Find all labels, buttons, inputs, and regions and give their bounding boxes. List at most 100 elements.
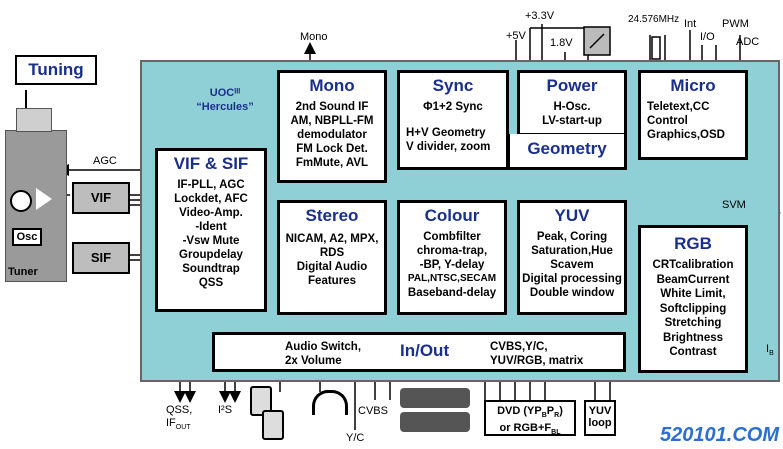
rgb-line: Contrast: [669, 346, 717, 358]
dvd-sub-bl: BL: [551, 429, 561, 437]
sync-title: Sync: [432, 76, 474, 95]
mono-line: 2nd Sound IF: [295, 101, 369, 113]
inout-title: In/Out: [400, 341, 450, 360]
vif-sif-line: QSS: [198, 277, 224, 289]
mono-title: Mono: [309, 76, 355, 95]
dvd-sub-r: R: [554, 412, 560, 420]
rgb-line: Stretching: [664, 317, 722, 329]
tuning-label: Tuning: [15, 55, 97, 85]
mono-line: FM Lock Det.: [296, 143, 368, 155]
agc-label: AGC: [93, 155, 117, 167]
power-block: Power H-Osc. LV-start-up: [517, 70, 627, 136]
geometry-block: Geometry: [507, 134, 627, 170]
yuv-line: Digital processing: [522, 273, 622, 285]
i2s-label: I²S: [218, 404, 233, 416]
inout-block: Audio Switch, 2x Volume In/Out CVBS,Y/C,…: [212, 332, 626, 372]
stereo-line: RDS: [319, 247, 345, 259]
rgb-line: Softclipping: [659, 302, 727, 315]
tuner-label: Tuner: [8, 266, 38, 278]
ifout-text: IFOUT: [166, 417, 192, 434]
yuv-line: Scavem: [550, 259, 594, 271]
freq-label: 24.576MHz: [628, 14, 680, 25]
yuv-block: YUV Peak, Coring Saturation,Hue Scavem D…: [517, 200, 627, 315]
rgb-line: Brightness: [662, 331, 724, 344]
inout-left-line: 2x Volume: [285, 355, 342, 367]
dvd-text-p: P: [546, 405, 555, 417]
yuv-loop-box: YUV loop: [584, 400, 616, 436]
stereo-line: Digital Audio: [296, 261, 368, 273]
inout-left: Audio Switch, 2x Volume: [285, 340, 361, 368]
mixer-icon: [10, 190, 32, 212]
qss-text: QSS,: [166, 404, 193, 416]
sync-line: H+V Geometry: [406, 127, 486, 139]
inout-right-line: CVBS,Y/C,: [490, 341, 548, 353]
vif-sif-line: -Vsw Mute: [182, 235, 240, 247]
scart-connector-bottom: [400, 412, 470, 432]
dvd-text2: or RGB+F: [499, 422, 552, 435]
stereo-line: Features: [308, 275, 356, 287]
colour-line: Combfilter: [423, 231, 481, 243]
vif-sif-line: IF-PLL, AGC: [177, 179, 245, 191]
sync-line: Φ1+2 Sync: [423, 101, 483, 113]
dvd-line2: or RGB+FBL: [486, 422, 574, 439]
speaker-right-icon: [262, 410, 284, 440]
rgb-line: BeamCurrent: [656, 273, 730, 286]
rgb-block: RGB CRTcalibration BeamCurrent White Lim…: [638, 225, 748, 373]
yuv-loop-line2: loop: [588, 417, 612, 429]
yuv-line: Peak, Coring: [536, 231, 608, 243]
rgb-line: White Limit,: [660, 288, 726, 300]
micro-line: Graphics,OSD: [647, 129, 725, 141]
speaker-left-icon: [250, 386, 272, 416]
power-line: H-Osc.: [553, 101, 591, 113]
micro-title: Micro: [670, 76, 716, 95]
mono-line: AM, NBPLL-FM: [290, 115, 374, 127]
int-label: Int: [684, 18, 697, 30]
amplifier-icon: [36, 188, 52, 210]
antenna-connector: [16, 108, 52, 132]
vif-sif-block: VIF & SIF IF-PLL, AGC Lockdet, AFC Video…: [155, 148, 267, 312]
stereo-block: Stereo NICAM, A2, MPX, RDS Digital Audio…: [277, 200, 387, 315]
stereo-title: Stereo: [305, 206, 359, 225]
dvd-input-box: DVD (YPBPR) or RGB+FBL: [484, 400, 576, 436]
power-line: LV-start-up: [542, 115, 602, 127]
osc-box: Osc: [12, 228, 42, 246]
sync-block: Sync Φ1+2 Sync H+V Geometry V divider, z…: [397, 70, 509, 170]
ib-label: IB: [766, 343, 774, 357]
dvd-text: DVD (YP: [497, 405, 542, 417]
v33-label: +3.3V: [525, 10, 555, 22]
mono-block: Mono 2nd Sound IF AM, NBPLL-FM demodulat…: [277, 70, 387, 183]
mono-out-label: Mono: [300, 31, 328, 43]
v18-label: 1.8V: [550, 37, 573, 49]
vif-sif-line: Soundtrap: [182, 263, 240, 275]
mono-line: demodulator: [297, 129, 367, 141]
v5-label: +5V: [506, 30, 526, 42]
rgb-line: CRTcalibration: [652, 259, 734, 271]
chip-name-line2: “Hercules”: [196, 101, 254, 113]
inout-right-line: YUV/RGB, matrix: [490, 355, 584, 367]
yuv-line: Double window: [529, 287, 615, 299]
ifout-main: IF: [166, 417, 176, 429]
io-label: I/O: [700, 31, 715, 43]
svm-label: SVM: [722, 199, 746, 211]
scart-connector-top: [400, 388, 470, 408]
sif-filter: SIF: [72, 242, 130, 274]
inout-right: CVBS,Y/C, YUV/RGB, matrix: [490, 340, 583, 368]
watermark: 520101.COM: [660, 424, 779, 446]
yc-label: Y/C: [346, 432, 365, 444]
geometry-title: Geometry: [527, 139, 607, 158]
yuv-line: Saturation,Hue: [531, 245, 613, 257]
qss-label: QSS, IFOUT: [166, 404, 192, 434]
yuv-title: YUV: [554, 206, 590, 225]
colour-line: -BP, Y-delay: [419, 259, 485, 271]
adc-label: ADC: [736, 36, 760, 48]
vif-filter: VIF: [72, 182, 130, 214]
colour-line: Baseband-delay: [407, 287, 497, 299]
headphones-icon: [312, 390, 348, 415]
cvbs-label: CVBS: [358, 405, 388, 417]
rgb-title: RGB: [674, 234, 712, 253]
colour-title: Colour: [424, 206, 480, 225]
dvd-text-end: ): [559, 405, 563, 417]
yuv-loop-line1: YUV: [588, 405, 612, 417]
vif-sif-title: VIF & SIF: [173, 154, 249, 173]
power-title: Power: [546, 76, 598, 95]
